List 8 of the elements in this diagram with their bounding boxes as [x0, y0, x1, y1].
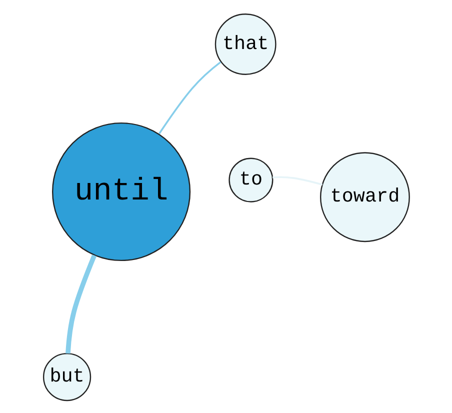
node-circle: toward [319, 152, 410, 242]
node-circle: to [228, 157, 273, 202]
connector [65, 254, 96, 354]
node-circle: but [42, 352, 91, 401]
node-circle: that [214, 13, 276, 74]
node-circle: until [52, 122, 190, 261]
connector [158, 60, 221, 134]
connector [272, 176, 322, 185]
